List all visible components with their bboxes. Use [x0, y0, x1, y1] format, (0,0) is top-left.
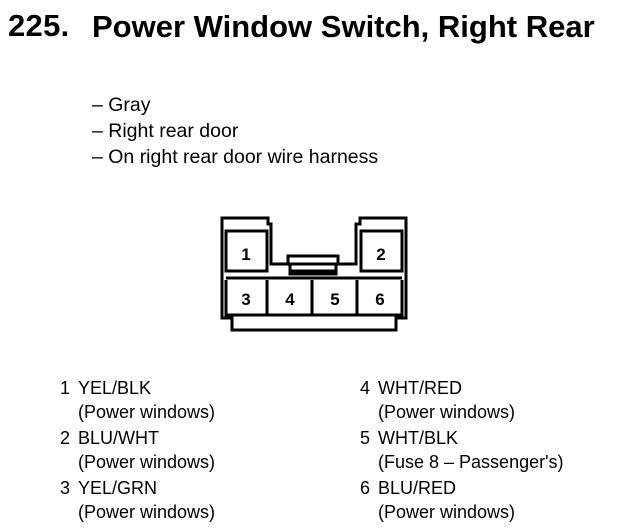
wire-color: BLU/RED — [378, 478, 457, 498]
pin-entry: 4 WHT/RED (Power windows) — [356, 376, 640, 426]
pin-number: 5 — [359, 428, 370, 448]
wire-color: BLU/WHT — [78, 428, 159, 448]
pin-number: 3 — [59, 478, 70, 498]
pin-entry: 2 BLU/WHT (Power windows) — [56, 426, 356, 476]
pin-entry: 3 YEL/GRN (Power windows) — [56, 476, 356, 526]
wire-color: WHT/RED — [378, 378, 462, 398]
connector-lower-row — [224, 280, 404, 317]
pin-entry: 5 WHT/BLK (Fuse 8 – Passenger's) — [356, 426, 640, 476]
detail-color: – Gray — [92, 94, 151, 116]
pin-entry: 6 BLU/RED (Power windows) — [356, 476, 640, 526]
wire-function: (Power windows) — [78, 402, 216, 422]
wire-color: WHT/BLK — [378, 428, 459, 448]
connector-housing — [220, 216, 408, 332]
detail-list: – Gray – Right rear door – On right rear… — [92, 92, 378, 170]
cavity-label-3: 3 — [241, 290, 250, 309]
locking-tab — [288, 262, 338, 276]
cavity-label-5: 5 — [330, 290, 339, 309]
cavity-label-2: 2 — [376, 245, 385, 264]
wire-function: (Power windows) — [78, 502, 216, 522]
pin-number: 6 — [359, 478, 370, 498]
cavity-label-6: 6 — [375, 290, 384, 309]
pin-number: 1 — [59, 378, 70, 398]
detail-harness: – On right rear door wire harness — [92, 146, 379, 168]
wire-function: (Power windows) — [378, 402, 516, 422]
pin-entry: 1 YEL/BLK (Power windows) — [56, 376, 356, 426]
connector-diagram: 1 2 3 4 5 6 — [220, 216, 408, 332]
pin-list: 1 YEL/BLK (Power windows) 2 BLU/WHT (Pow… — [0, 376, 640, 526]
detail-location: – Right rear door — [92, 120, 239, 142]
page-title-number: 225. — [8, 8, 70, 43]
pin-number: 2 — [59, 428, 70, 448]
wire-function: (Power windows) — [78, 452, 216, 472]
pin-number: 4 — [359, 378, 370, 398]
cavity-1 — [224, 229, 269, 273]
wire-color: YEL/BLK — [78, 378, 152, 398]
cavity-2 — [359, 229, 404, 273]
page-title: Power Window Switch, Right Rear — [92, 9, 595, 44]
wire-function: (Fuse 8 – Passenger's) — [378, 452, 564, 472]
cavity-label-4: 4 — [285, 290, 295, 309]
wire-function: (Power windows) — [378, 502, 516, 522]
cavity-label-1: 1 — [241, 245, 250, 264]
wire-color: YEL/GRN — [78, 478, 158, 498]
